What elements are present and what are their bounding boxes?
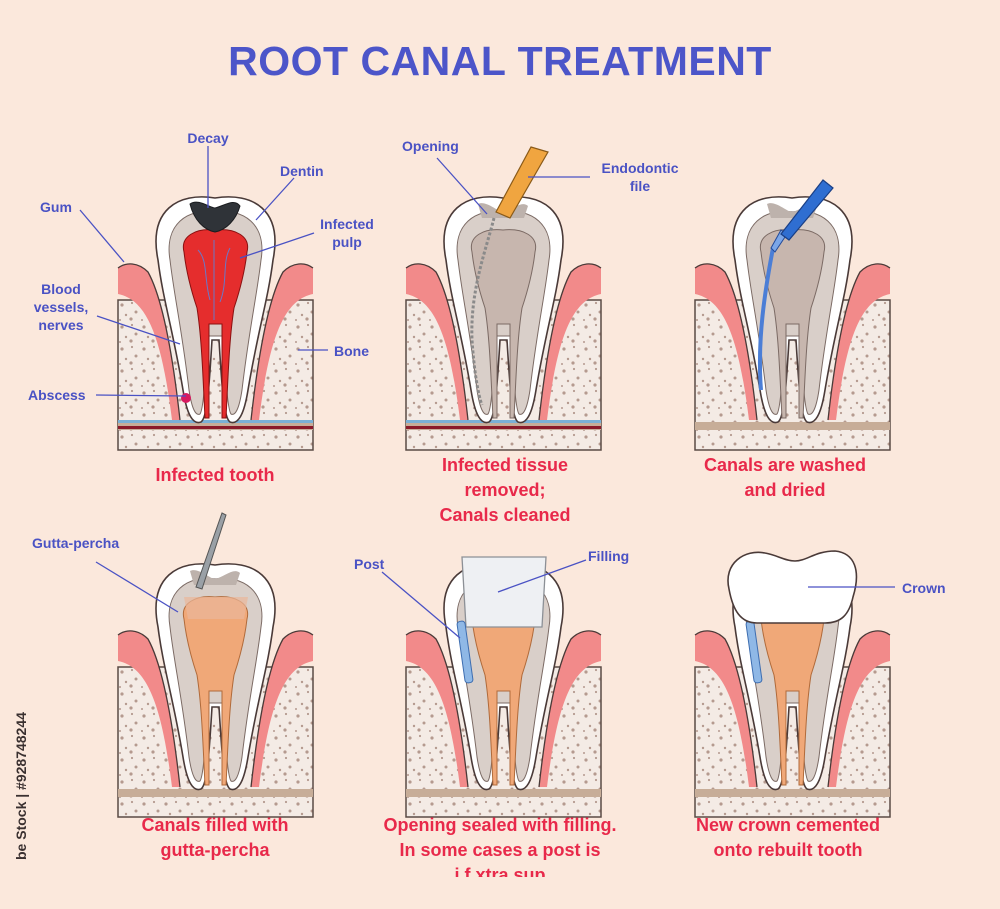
label-infected-pulp: Infected pulp: [320, 216, 374, 250]
caption-step-3: Canals are washed and dried: [703, 455, 867, 500]
leader-lines: [79, 146, 895, 639]
caption-step-5: Opening sealed with filling. In some cas…: [383, 815, 617, 877]
label-gutta-percha: Gutta-percha: [32, 535, 120, 551]
caption-step-2: Infected tissue removed; Canals cleaned: [439, 455, 571, 525]
label-endodontic-file: Endodontic file: [601, 160, 679, 194]
abscess-spot: [181, 393, 191, 403]
nerve-line: [118, 426, 313, 429]
panel-cleaning: [405, 146, 602, 451]
crown-cap: [727, 550, 858, 624]
label-blood-vessels: Blood vessels, nerves: [33, 281, 89, 333]
label-decay: Decay: [187, 130, 229, 146]
label-abscess: Abscess: [28, 387, 86, 403]
washing-fluid: [757, 247, 775, 391]
caption-step-4: Canals filled with gutta-percha: [141, 815, 289, 860]
filling-block: [461, 556, 547, 628]
post-rod: [456, 620, 474, 684]
panel-washing: [694, 179, 891, 451]
panel-sealed: [405, 556, 602, 818]
label-gum: Gum: [40, 199, 72, 215]
label-filling: Filling: [588, 548, 630, 564]
syringe: [770, 179, 834, 253]
endodontic-file-handle: [495, 146, 549, 219]
label-opening: Opening: [402, 138, 459, 154]
label-post: Post: [354, 556, 385, 572]
label-dentin: Dentin: [280, 163, 324, 179]
vessel-line: [118, 420, 313, 423]
label-bone: Bone: [334, 343, 369, 359]
gutta-percha-applicator: [195, 512, 227, 590]
page-title-text: ROOT CANAL TREATMENT: [228, 38, 772, 84]
caption-step-1: Infected tooth: [155, 465, 275, 485]
watermark-text: be Stock | #928748244: [13, 712, 29, 860]
panel-crown: [694, 550, 891, 818]
panel-filling: [117, 512, 314, 818]
caption-step-6: New crown cemented onto rebuilt tooth: [695, 815, 881, 860]
label-crown: Crown: [902, 580, 946, 596]
panel-infected-tooth: [117, 196, 314, 451]
decay-cavity: [189, 201, 241, 233]
